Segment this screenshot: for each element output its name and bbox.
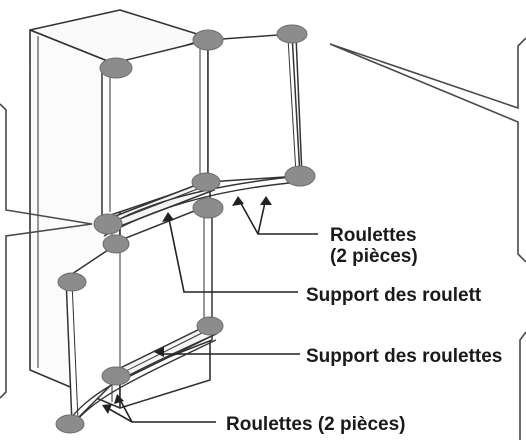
marker-upper-right bbox=[284, 165, 316, 187]
label-casters-top-line2: (2 pièces) bbox=[330, 246, 418, 267]
marker-top-left bbox=[99, 57, 133, 79]
marker-mid-center bbox=[191, 172, 221, 192]
marker-lower-right bbox=[196, 316, 224, 336]
pivot-markers bbox=[55, 24, 316, 434]
callout-left bbox=[0, 103, 93, 399]
label-casters-bottom: Roulettes (2 pièces) bbox=[226, 414, 406, 435]
marker-mid-left bbox=[93, 213, 123, 235]
marker-mid-left-2 bbox=[102, 234, 130, 254]
upper-door bbox=[101, 33, 303, 219]
callout-right-bottom bbox=[519, 331, 526, 440]
marker-top-mid bbox=[192, 29, 224, 51]
label-support-bottom: Support des roulettes bbox=[306, 346, 502, 367]
label-support-top: Support des roulett bbox=[306, 285, 482, 306]
leader-lines bbox=[103, 197, 318, 423]
callout-right-top bbox=[329, 37, 526, 263]
marker-bottom-mid bbox=[101, 366, 131, 386]
marker-top-right bbox=[276, 24, 308, 44]
arrow-heads bbox=[102, 196, 272, 414]
marker-mid-center-2 bbox=[192, 197, 224, 219]
marker-lower-left bbox=[57, 272, 87, 292]
marker-bottom-left bbox=[55, 414, 85, 434]
label-casters-top-line1: Roulettes bbox=[330, 225, 417, 246]
